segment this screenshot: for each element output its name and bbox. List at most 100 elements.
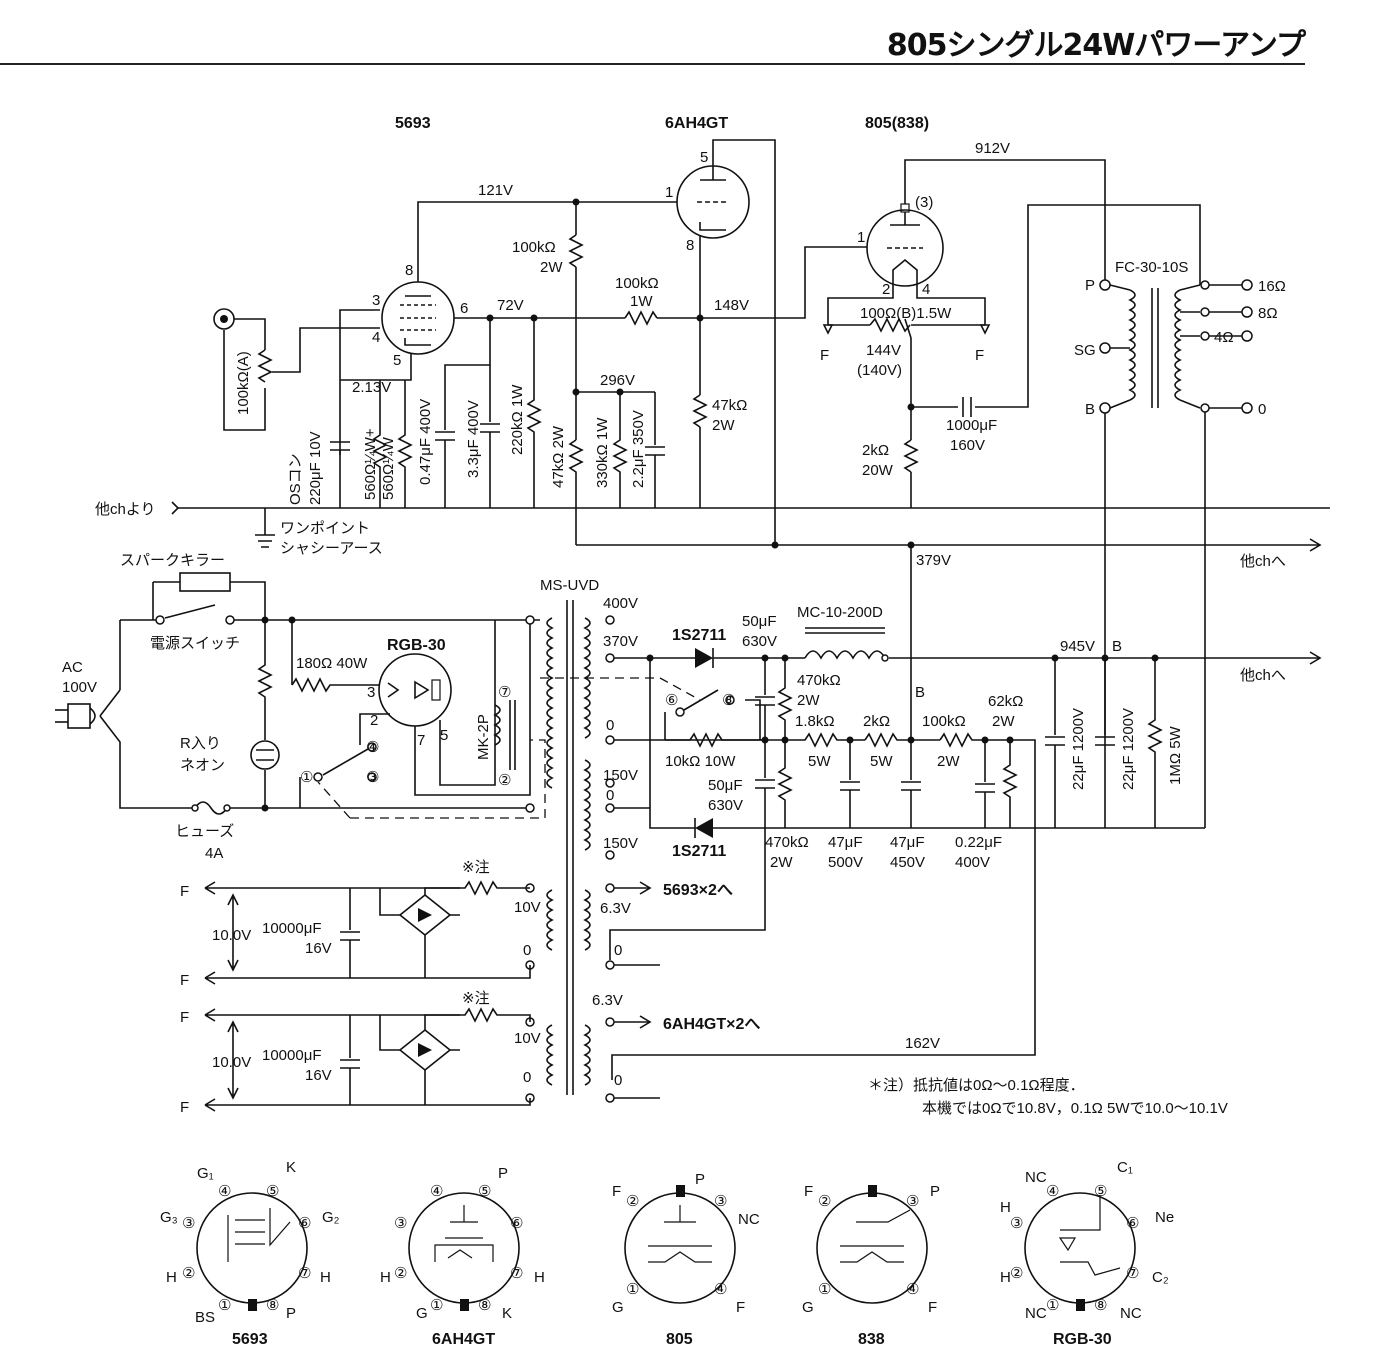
schematic-label: Ne [1155,1209,1174,1226]
schematic-label: ③ [714,1193,727,1210]
schematic-label: 0 [614,1072,622,1089]
schematic-label: ③ [394,1215,407,1232]
output-transformer [1128,288,1182,408]
tube-6ah4gt [676,165,750,239]
schematic-label: 148V [714,297,749,314]
schematic-label: 400V [603,595,638,612]
schematic-label: 8 [686,237,694,254]
schematic-label: 50μF [742,613,777,630]
schematic-label: F [612,1183,621,1200]
schematic-label: 2W [797,692,820,709]
schematic-label: NC [738,1211,760,1228]
schematic-label: ⑦ [498,684,511,701]
spark-killer [179,572,231,592]
schematic-label: 470kΩ [765,834,809,851]
tube-5693 [381,281,455,355]
schematic-label: 62kΩ [988,693,1023,710]
schematic-label: 8Ω [1258,305,1278,322]
schematic-label: 10V [514,899,541,916]
schematic-label: 100V [62,679,97,696]
schematic-label: 0 [614,942,622,959]
schematic-label: 220kΩ 1W [509,384,526,455]
schematic-label: C₁ [1117,1159,1133,1176]
power-switch[interactable] [164,604,216,619]
schematic-label: 180Ω 40W [296,655,368,672]
schematic-label: 2W [992,713,1015,730]
schematic-label: C₂ [1152,1269,1169,1286]
schematic-label: G [612,1299,624,1316]
schematic-label: H [1000,1199,1011,1216]
schematic-label: 330kΩ 1W [594,417,611,488]
schematic-label: 370V [603,633,638,650]
schematic-label: スパークキラー [120,552,225,569]
schematic-label: P [286,1305,296,1322]
schematic-label: 2W [937,753,960,770]
schematic-label: R入り [180,735,221,752]
schematic-label: NC [1025,1305,1047,1322]
schematic-label: ワンポイント [280,520,370,537]
schematic-label: ⑦ [510,1265,523,1282]
schematic-label: 10V [514,1030,541,1047]
schematic-label: 945V [1060,638,1095,655]
schematic-label: 0 [523,1069,531,1086]
schematic-label: ⑧ [478,1297,491,1314]
schematic-label: H [166,1269,177,1286]
schematic-label: 1 [857,229,865,246]
schematic-label: 144V [866,342,901,359]
schematic-label: K [502,1305,512,1322]
schematic-label: ④ [714,1281,727,1298]
schematic-label: ⑥ [665,692,678,709]
schematic-label: ① [1046,1297,1059,1314]
schematic-label: ⑧ [722,692,735,709]
schematic-label: 3 [372,292,380,309]
schematic-label: 805 [666,1331,693,1348]
schematic-label: 0.47μF 400V [417,399,434,485]
schematic-label: 0.22μF [955,834,1002,851]
note-line-2: 本機では0Ωで10.8V，0.1Ω 5Wで10.0〜10.1V [922,1100,1228,1117]
schematic-label: ヒューズ [175,823,234,840]
schematic-label: 2W [540,259,563,276]
schematic-label: 8 [405,262,413,279]
schematic-label: 0 [606,787,614,804]
schematic-label: ② [394,1265,407,1282]
schematic-label: F [736,1299,745,1316]
schematic-label: RGB-30 [1053,1331,1112,1348]
schematic-label: ② [1010,1265,1023,1282]
schematic-label: G [416,1305,428,1322]
tube-label-5693: 5693 [395,115,431,132]
schematic-label: ⑥ [510,1215,523,1232]
schematic-label: 379V [916,552,951,569]
schematic-label: 630V [742,633,777,650]
schematic-label: シャシーアース [280,540,383,557]
schematic-label: ② [626,1193,639,1210]
schematic-label: G [802,1299,814,1316]
schematic-label: ② [498,772,511,789]
schematic-label: ① [626,1281,639,1298]
schematic-label: 400V [955,854,990,871]
schematic-label: 電源スイッチ [150,635,240,652]
schematic-label: 6AH4GT [432,1331,495,1348]
schematic-label: ※注 [462,859,490,876]
schematic-label: ⑦ [298,1265,311,1282]
schematic-label: 2W [770,854,793,871]
schematic-label: 2kΩ [862,442,889,459]
neon-lamp [250,740,280,770]
schematic-label: ④ [218,1183,231,1200]
schematic-label: 4 [922,281,930,298]
power-switch-terminal[interactable] [155,615,165,625]
schematic-label: ① [430,1297,443,1314]
schematic-label: 630V [708,797,743,814]
schematic-label: G₃ [160,1209,178,1226]
schematic-label: 162V [905,1035,940,1052]
schematic-label: 100kΩ [512,239,556,256]
schematic-label: 4 [372,329,380,346]
schematic-label: 160V [950,437,985,454]
schematic-label: ⑦ [1126,1265,1139,1282]
schematic-label: BS [195,1309,215,1326]
schematic-label: ③ [182,1215,195,1232]
schematic-label: P [498,1165,508,1182]
schematic-label: 0 [606,717,614,734]
